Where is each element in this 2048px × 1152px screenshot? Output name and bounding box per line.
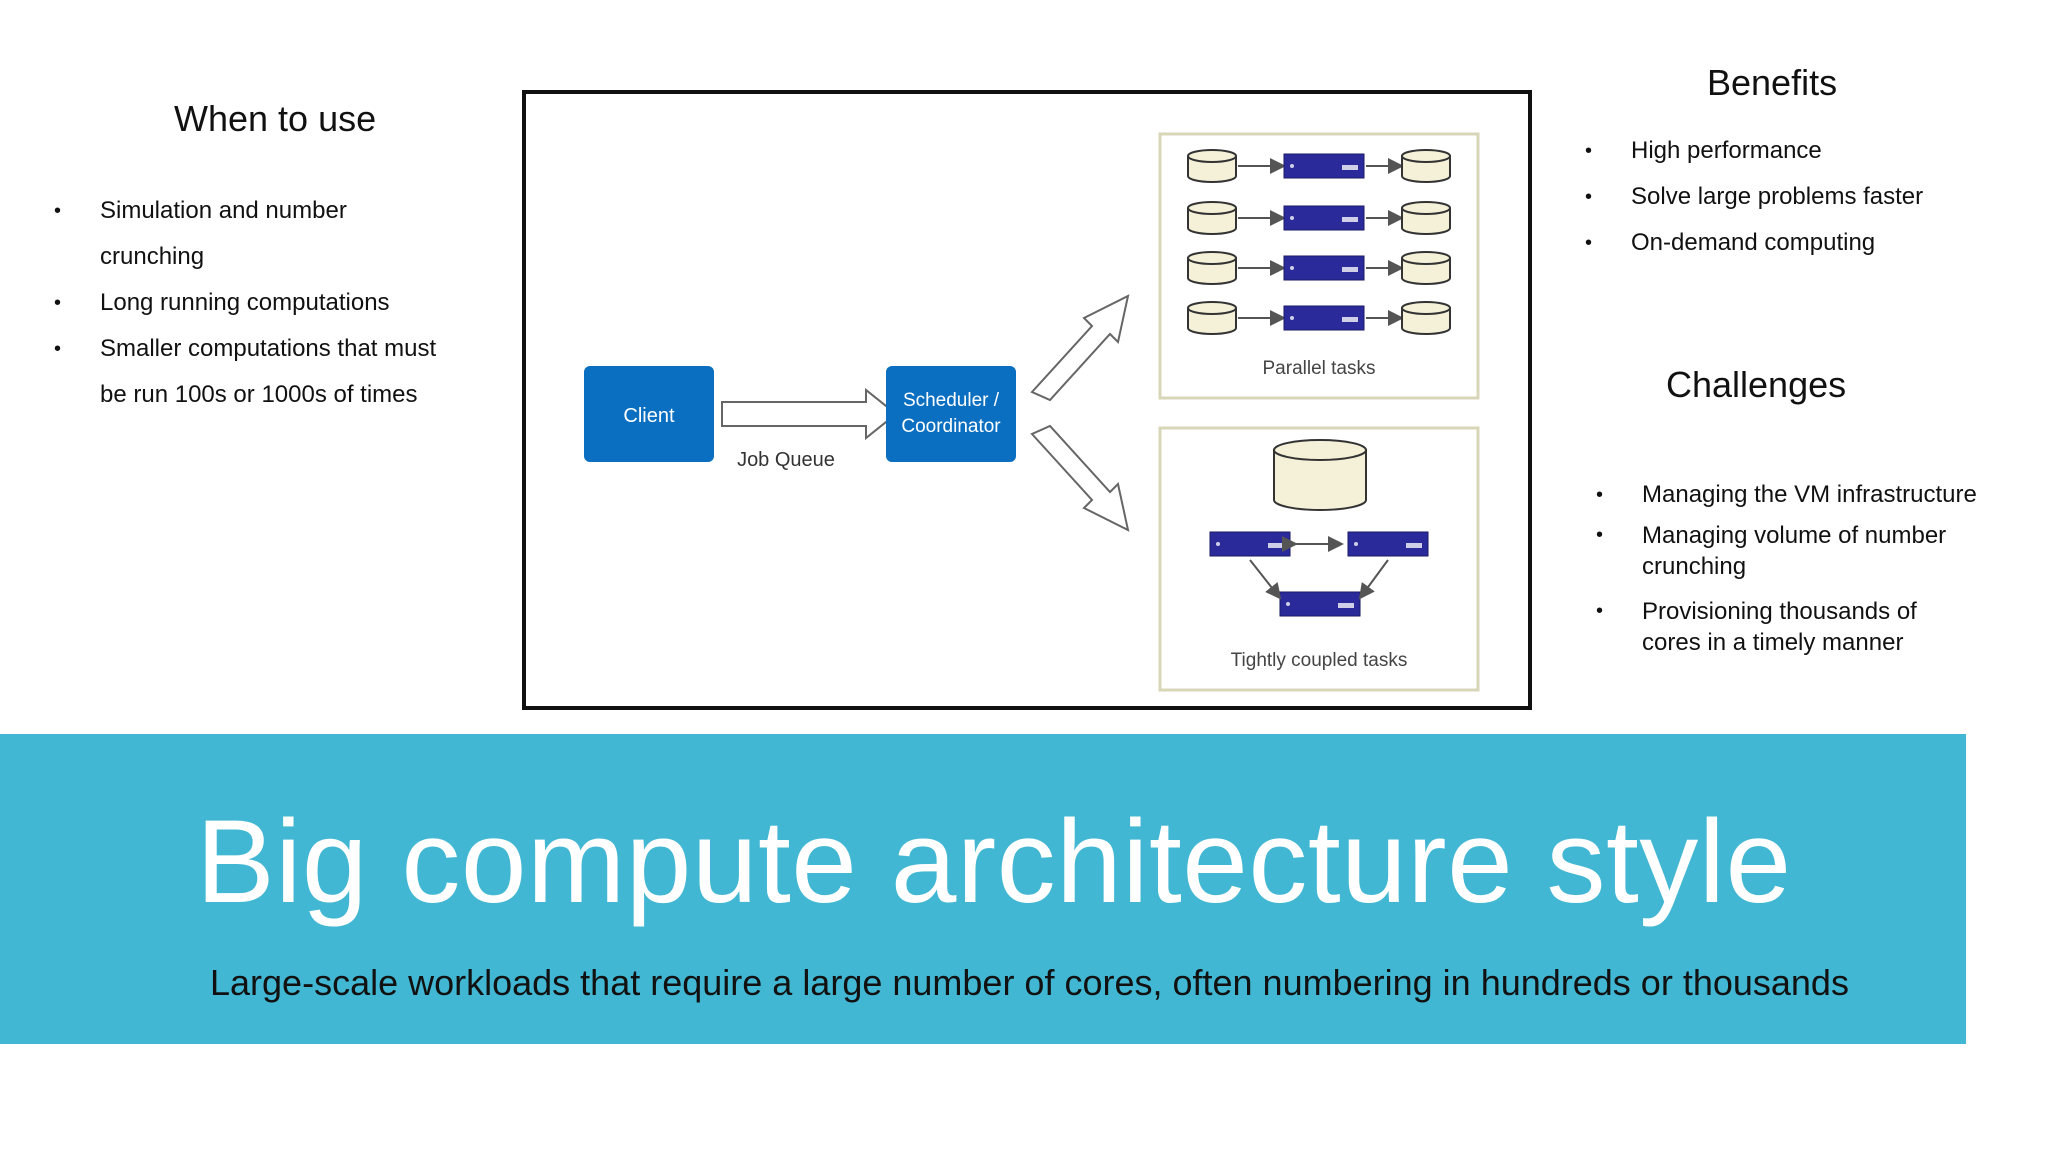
benefits-list: High performance Solve large problems fa… <box>1585 128 1923 266</box>
list-item: Solve large problems faster <box>1585 174 1923 220</box>
scheduler-label-line1: Scheduler / <box>903 390 1000 411</box>
benefits-heading: Benefits <box>1707 62 1838 103</box>
challenges-list: Managing the VM infrastructure Managing … <box>1596 472 1982 658</box>
scheduler-box <box>886 366 1016 462</box>
server-icon <box>1209 531 1291 557</box>
parallel-tasks-label: Parallel tasks <box>1263 358 1376 379</box>
scheduler-label-line2: Coordinator <box>901 416 1001 437</box>
slide-subtitle: Large-scale workloads that require a lar… <box>210 962 1849 1003</box>
list-item: High performance <box>1585 128 1923 174</box>
list-item: On-demand computing <box>1585 220 1923 266</box>
coupled-tasks-label: Tightly coupled tasks <box>1231 650 1408 671</box>
list-item: Managing volume of number crunching <box>1596 520 1982 582</box>
list-item: Simulation and number crunching <box>54 188 440 280</box>
list-item: Provisioning thousands of cores in a tim… <box>1596 596 1982 658</box>
list-item: Managing the VM infrastructure <box>1596 472 1982 518</box>
server-icon <box>1279 591 1361 617</box>
diagram-canvas: Client Job Queue Scheduler / Coordinator <box>584 132 1480 692</box>
parallel-row <box>1187 251 1451 285</box>
list-item: Long running computations <box>54 280 440 326</box>
client-box <box>584 366 714 462</box>
when-to-use-list: Simulation and number crunching Long run… <box>54 188 440 418</box>
job-queue-label: Job Queue <box>737 449 835 471</box>
parallel-row <box>1187 301 1451 335</box>
parallel-row <box>1187 149 1451 183</box>
parallel-row <box>1187 201 1451 235</box>
slide-title: Big compute architecture style <box>196 796 1792 928</box>
list-item: Smaller computations that must be run 10… <box>54 326 440 418</box>
client-label: Client <box>623 405 675 427</box>
title-banner: Big compute architecture style Large-sca… <box>0 734 1966 1044</box>
shared-database-icon <box>1273 439 1367 511</box>
job-queue-arrow <box>721 387 898 441</box>
when-to-use-heading: When to use <box>174 98 377 139</box>
architecture-diagram: Client Job Queue Scheduler / Coordinator <box>522 90 1532 710</box>
server-icon <box>1347 531 1429 557</box>
challenges-heading: Challenges <box>1666 364 1847 405</box>
arrow-to-coupled <box>1030 424 1130 532</box>
arrow-to-parallel <box>1030 294 1130 402</box>
